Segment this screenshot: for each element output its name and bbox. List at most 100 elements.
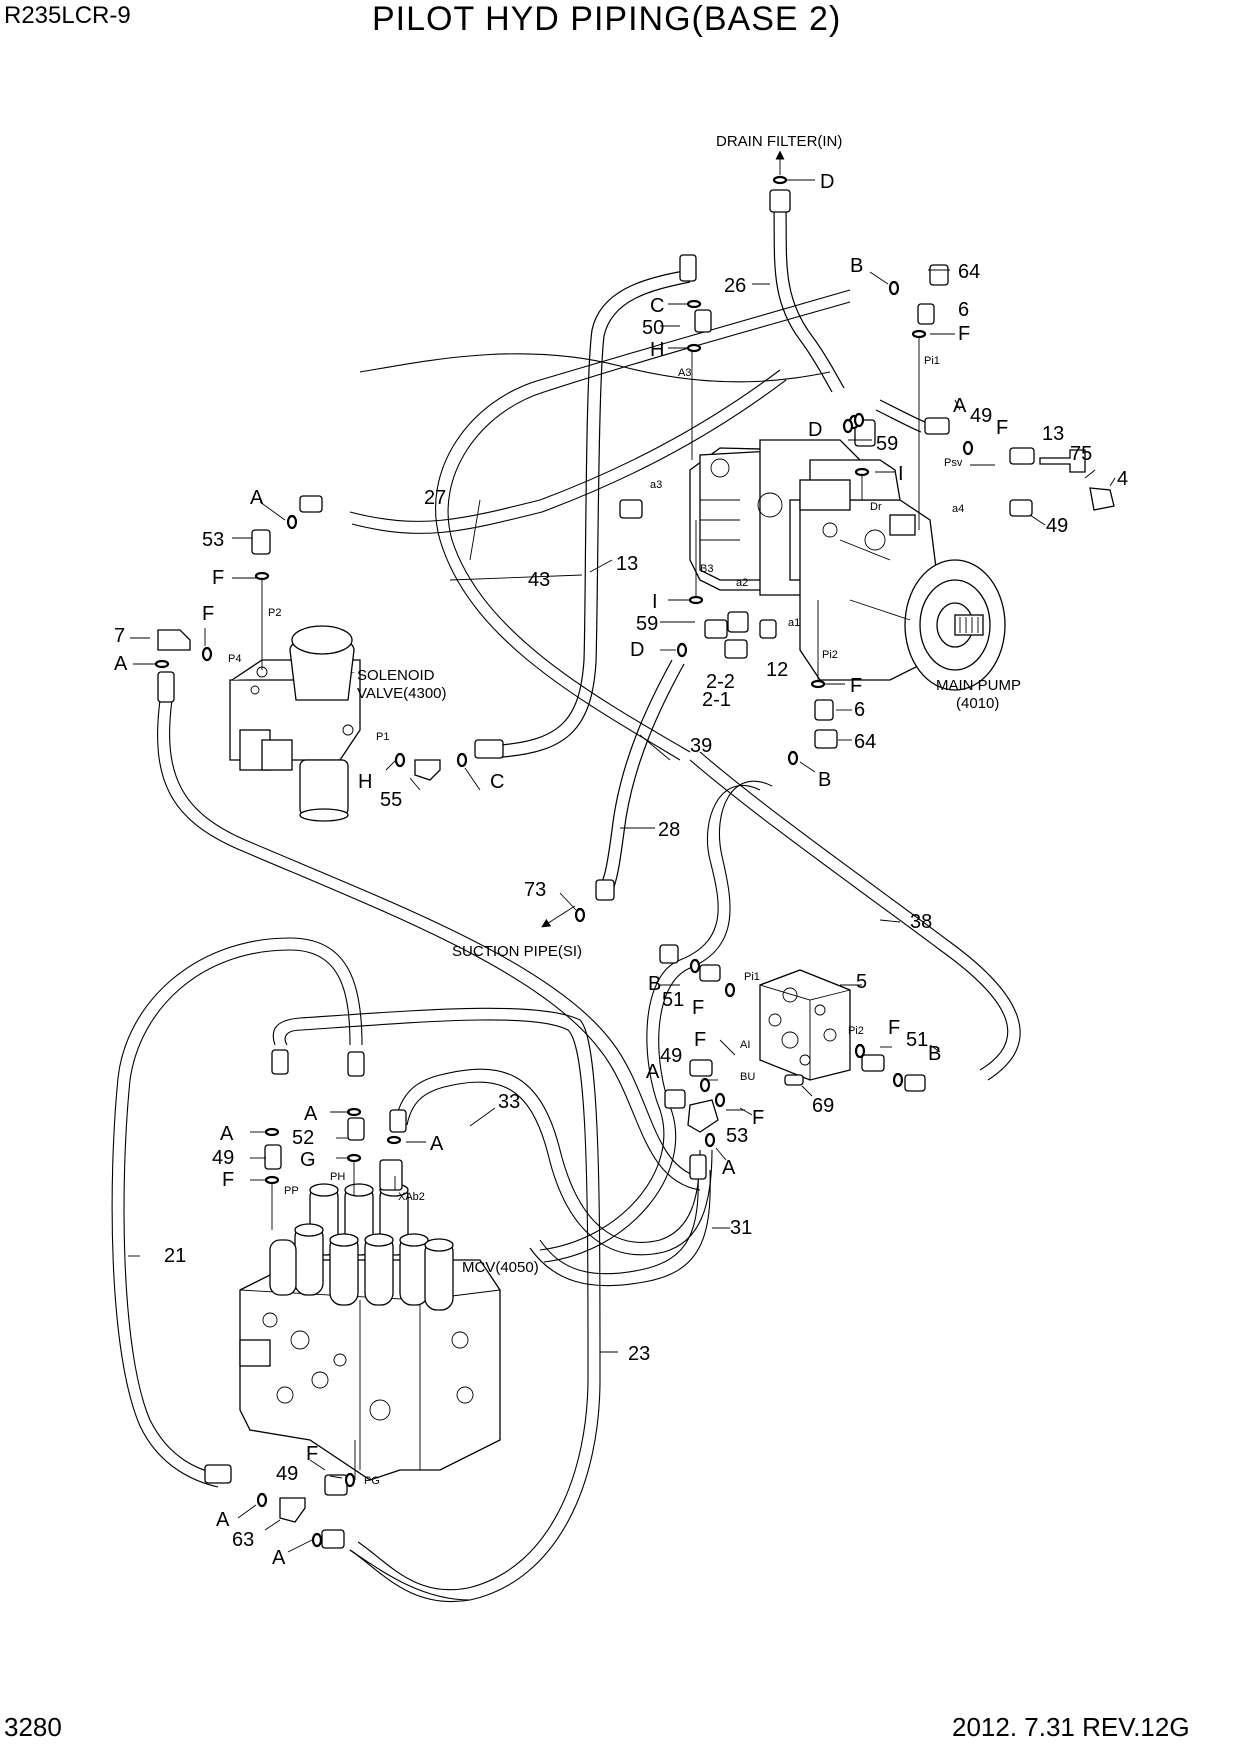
hose-26-lower — [875, 399, 926, 433]
port-label: Dr — [870, 501, 882, 513]
callout: C — [650, 295, 664, 317]
callout: 59 — [636, 613, 658, 635]
port-label: PG — [364, 1475, 380, 1487]
port-label: a1 — [788, 617, 800, 629]
hose-27-and-39 — [349, 289, 851, 761]
callout: 75 — [1070, 443, 1092, 465]
callout: 2-2 — [706, 671, 735, 693]
hose-long-left — [157, 699, 705, 1191]
port-label: A3 — [678, 367, 691, 379]
port-label: Pi1 — [744, 971, 760, 983]
fittings — [157, 189, 1115, 1549]
callout: 33 — [498, 1091, 520, 1113]
callout: F — [996, 417, 1008, 439]
hose-upper-loop — [539, 780, 773, 1263]
hose-21 — [111, 937, 363, 1488]
suction-pipe-label: SUCTION PIPE(SI) — [452, 943, 582, 960]
hose-26 — [773, 209, 845, 393]
port-label: BU — [740, 1071, 755, 1083]
port-label: P4 — [228, 653, 241, 665]
callout: 6 — [854, 699, 865, 721]
port-label: Pi1 — [924, 355, 940, 367]
port-label: P2 — [268, 607, 281, 619]
callout: B — [648, 973, 661, 995]
port-label: PH — [330, 1171, 345, 1183]
callout: 39 — [690, 735, 712, 757]
callout: B — [928, 1043, 941, 1065]
callout: 28 — [658, 819, 680, 841]
callouts: D 26 B 64 6 F C 50 H A 49 F 13 75 4 D 59… — [114, 171, 1128, 1569]
main-pump-label: MAIN PUMP — [936, 677, 1021, 694]
callout: 7 — [114, 625, 125, 647]
callout: 27 — [424, 487, 446, 509]
mcv-label: MCV(4050) — [462, 1259, 539, 1276]
callout: 31 — [730, 1217, 752, 1239]
hose-38 — [359, 353, 1021, 1081]
mcv-valve — [239, 1183, 501, 1481]
port-label: P1 — [376, 731, 389, 743]
callout: 38 — [910, 911, 932, 933]
callout: 73 — [524, 879, 546, 901]
hose-33 — [394, 1068, 713, 1256]
callout: D — [808, 419, 822, 441]
port-label: Pi2 — [822, 649, 838, 661]
callout: D — [820, 171, 834, 193]
solenoid-valve — [229, 625, 361, 822]
callout: 23 — [628, 1343, 650, 1365]
main-pump — [689, 439, 1006, 691]
callout: F — [752, 1107, 764, 1129]
solenoid-valve-number: VALVE(4300) — [357, 685, 447, 702]
callout: 53 — [726, 1125, 748, 1147]
port-label: B3 — [700, 563, 713, 575]
port-label: Psv — [944, 457, 963, 469]
port-label: Pi2 — [848, 1025, 864, 1037]
callout: F — [306, 1443, 318, 1465]
callout: D — [630, 639, 644, 661]
revision-date: 2012. 7.31 REV.12G — [952, 1712, 1190, 1742]
callout: 13 — [1042, 423, 1064, 445]
callout: 49 — [970, 405, 992, 427]
callout: F — [850, 675, 862, 697]
port-label: a4 — [952, 503, 964, 515]
callout: I — [652, 591, 658, 613]
callout: A — [250, 487, 264, 509]
callout: A — [430, 1133, 444, 1155]
callout: F — [222, 1169, 234, 1191]
callout: A — [220, 1123, 234, 1145]
port-label: a3 — [650, 479, 662, 491]
callout: A — [722, 1157, 736, 1179]
hose-28 — [597, 659, 685, 897]
callout: 21 — [164, 1245, 186, 1267]
callout: 51 — [906, 1029, 928, 1051]
hose-bottom — [349, 1549, 471, 1601]
callout: B — [850, 255, 863, 277]
callout: A — [272, 1547, 286, 1569]
callout: 53 — [202, 529, 224, 551]
callout: G — [300, 1149, 316, 1171]
callout: F — [958, 323, 970, 345]
port-label: a2 — [736, 577, 748, 589]
callout: B — [818, 769, 831, 791]
callout: 49 — [212, 1147, 234, 1169]
callout: 13 — [616, 553, 638, 575]
page-number: 3280 — [4, 1712, 62, 1742]
callout: 43 — [528, 569, 550, 591]
callout: 12 — [766, 659, 788, 681]
hose-43 — [499, 269, 691, 758]
callout: 55 — [380, 789, 402, 811]
callout: I — [898, 463, 904, 485]
callout: A — [953, 395, 967, 417]
callout: 49 — [1046, 515, 1068, 537]
port-label: AI — [740, 1039, 750, 1051]
callout: 59 — [876, 433, 898, 455]
callout: F — [888, 1017, 900, 1039]
callout: 51 — [662, 989, 684, 1011]
drain-filter-label: DRAIN FILTER(IN) — [716, 133, 842, 150]
callout: 49 — [276, 1463, 298, 1485]
callout: 6 — [958, 299, 969, 321]
callout: A — [216, 1509, 230, 1531]
hose-31 — [529, 1169, 711, 1287]
callout: 5 — [856, 971, 867, 993]
